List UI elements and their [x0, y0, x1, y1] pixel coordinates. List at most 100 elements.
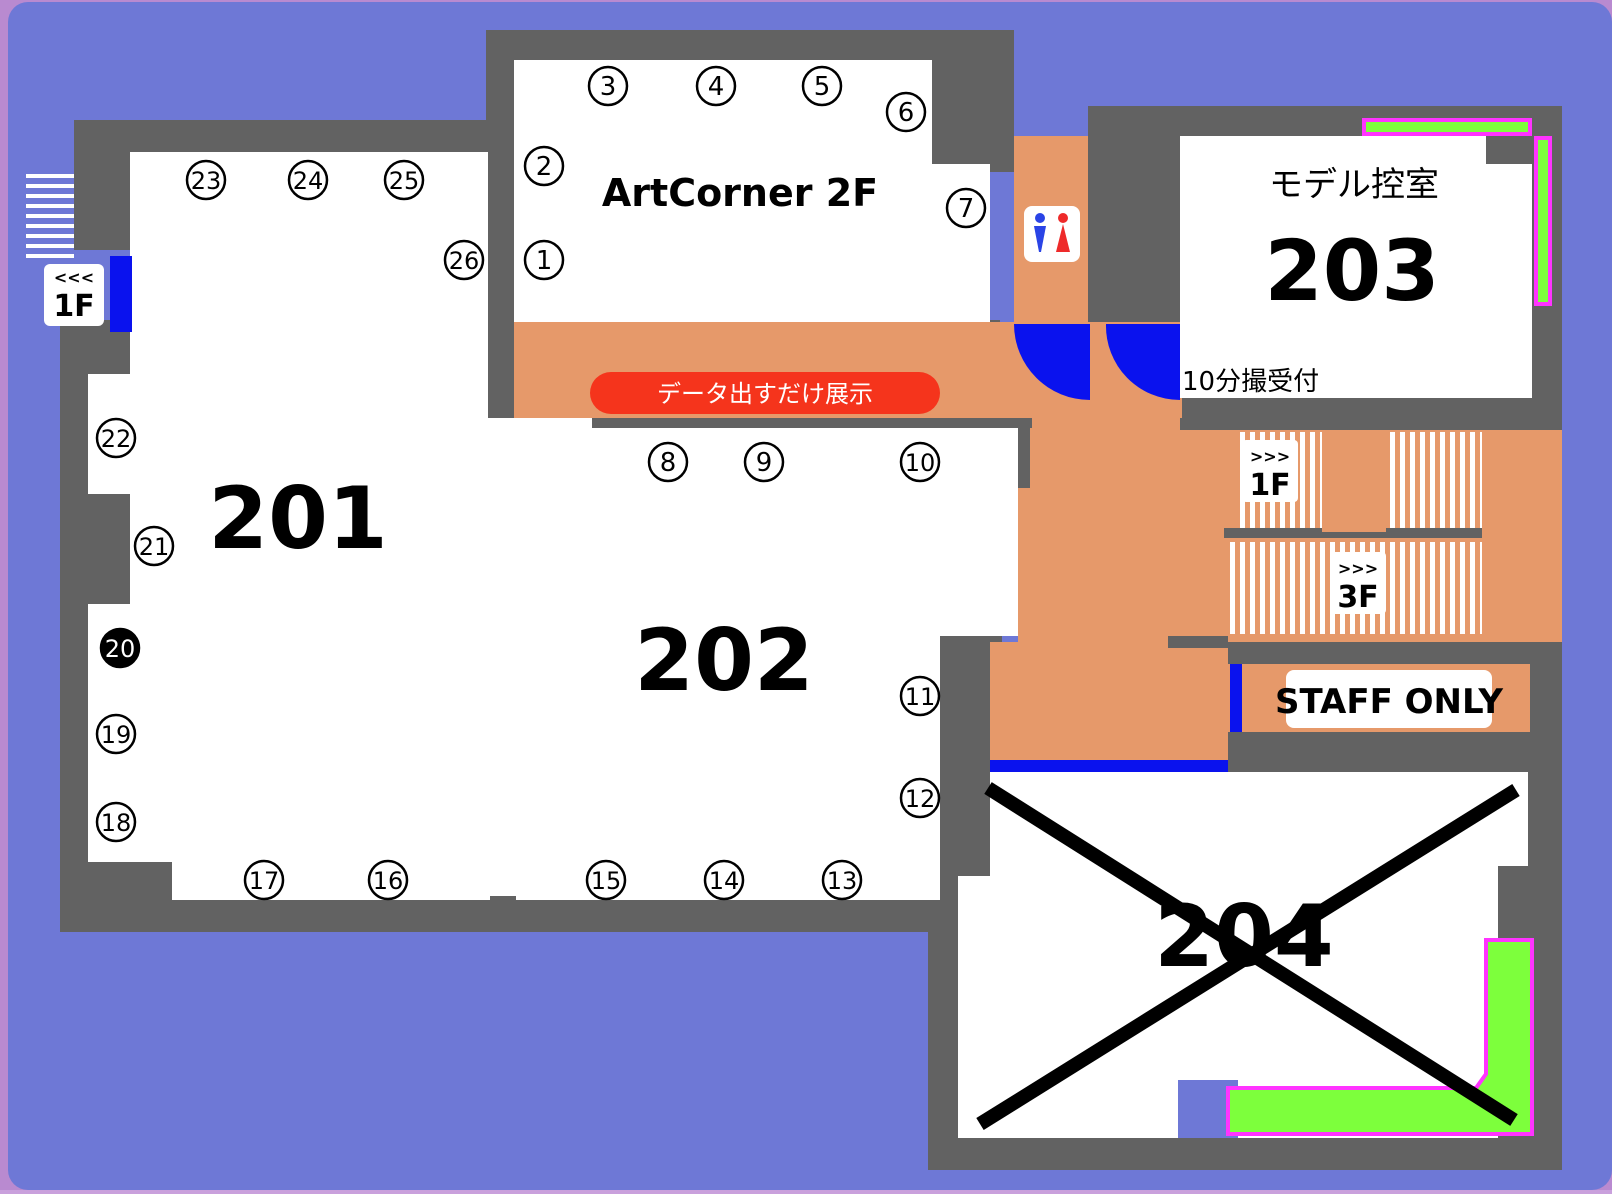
booth-circle[interactable]: [443, 239, 485, 281]
booth-number: 5: [814, 72, 831, 102]
booth-number: 16: [373, 867, 404, 895]
svg-text:3F: 3F: [1337, 580, 1378, 615]
booth-marker[interactable]: 3: [587, 65, 629, 107]
room-202-label: 202: [634, 611, 814, 711]
booth-circle[interactable]: [95, 417, 137, 459]
booth-number: 17: [249, 867, 280, 895]
booth-marker[interactable]: 9: [743, 441, 785, 483]
booth-circle[interactable]: [945, 187, 987, 229]
stairs-divider: [1224, 528, 1482, 538]
reception-label: 10分撮受付: [1182, 367, 1319, 397]
booth-marker[interactable]: 15: [585, 859, 627, 901]
booth-number: 20: [105, 635, 136, 663]
booth-circle[interactable]: [801, 65, 843, 107]
booth-circle[interactable]: [287, 159, 329, 201]
booth-circle[interactable]: [383, 159, 425, 201]
svg-text:STAFF ONLY: STAFF ONLY: [1275, 682, 1503, 722]
booth-number: 8: [660, 448, 677, 478]
booth-circle[interactable]: [99, 627, 141, 669]
booth-number: 3: [600, 72, 617, 102]
room-204-closed-mark: [976, 782, 1520, 1130]
booth-marker[interactable]: 10: [899, 441, 941, 483]
booth-number: 11: [905, 683, 936, 711]
stairs-up-3f-sign[interactable]: >>> 3F: [1330, 552, 1386, 615]
restroom-icon[interactable]: [1024, 206, 1080, 262]
booth-marker[interactable]: 12: [899, 777, 941, 819]
booth-marker[interactable]: 24: [287, 159, 329, 201]
svg-text:データ出すだけ展示: データ出すだけ展示: [657, 380, 873, 408]
booth-circle[interactable]: [899, 777, 941, 819]
svg-text:<<<: <<<: [54, 268, 94, 287]
booth-number: 6: [898, 98, 915, 128]
booth-marker[interactable]: 17: [243, 859, 285, 901]
booth-circle[interactable]: [95, 713, 137, 755]
booth-circle[interactable]: [885, 91, 927, 133]
booth-number: 10: [905, 449, 936, 477]
booth-circle[interactable]: [647, 441, 689, 483]
booth-number: 13: [827, 867, 858, 895]
booth-marker[interactable]: 19: [95, 713, 137, 755]
booth-marker[interactable]: 16: [367, 859, 409, 901]
svg-text:1F: 1F: [53, 289, 94, 324]
booth-number: 14: [709, 867, 740, 895]
booth-marker[interactable]: 13: [821, 859, 863, 901]
room-201-label: 201: [208, 469, 388, 569]
booth-circle[interactable]: [703, 859, 745, 901]
booth-marker[interactable]: 14: [703, 859, 745, 901]
booth-number: 23: [191, 167, 222, 195]
booth-number: 7: [958, 194, 975, 224]
booth-circle[interactable]: [243, 859, 285, 901]
exit-stripes: [26, 174, 74, 258]
booth-marker[interactable]: 21: [133, 525, 175, 567]
booth-circle[interactable]: [95, 801, 137, 843]
room-203-label: 203: [1264, 222, 1439, 320]
booth-circle[interactable]: [695, 65, 737, 107]
stairs-gap: [1322, 430, 1386, 532]
booth-marker[interactable]: 23: [185, 159, 227, 201]
booth-circle[interactable]: [899, 675, 941, 717]
booth-marker[interactable]: 22: [95, 417, 137, 459]
booth-circle[interactable]: [743, 441, 785, 483]
booth-number: 18: [101, 809, 132, 837]
staff-only-sign: STAFF ONLY: [1275, 670, 1503, 728]
booth-number: 19: [101, 721, 132, 749]
booth-number: 4: [708, 72, 725, 102]
exit-1f-sign[interactable]: <<< 1F: [44, 264, 104, 326]
booth-number: 1: [536, 246, 553, 276]
booth-circle[interactable]: [587, 65, 629, 107]
booth-number: 2: [536, 152, 553, 182]
booth-number: 9: [756, 448, 773, 478]
booth-circle[interactable]: [523, 145, 565, 187]
booth-number: 15: [591, 867, 622, 895]
booth-marker[interactable]: 7: [945, 187, 987, 229]
booth-number: 26: [449, 247, 480, 275]
booth-circle[interactable]: [133, 525, 175, 567]
booth-number: 25: [389, 167, 420, 195]
booth-marker[interactable]: 2: [523, 145, 565, 187]
booth-circle[interactable]: [821, 859, 863, 901]
booth-marker[interactable]: 26: [443, 239, 485, 281]
booth-marker[interactable]: 8: [647, 441, 689, 483]
booth-marker[interactable]: 6: [885, 91, 927, 133]
booth-marker[interactable]: 18: [95, 801, 137, 843]
svg-text:>>>: >>>: [1250, 447, 1290, 466]
booth-circle[interactable]: [523, 239, 565, 281]
booth-marker[interactable]: 11: [899, 675, 941, 717]
svg-text:1F: 1F: [1249, 468, 1290, 503]
booth-circle[interactable]: [899, 441, 941, 483]
stairs-down-1f-sign[interactable]: >>> 1F: [1242, 440, 1298, 503]
booth-marker[interactable]: 1: [523, 239, 565, 281]
booth-circle[interactable]: [185, 159, 227, 201]
booth-circle[interactable]: [367, 859, 409, 901]
booth-number: 22: [101, 425, 132, 453]
art-corner-label: ArtCorner 2F: [602, 171, 878, 215]
booth-marker[interactable]: 25: [383, 159, 425, 201]
data-display-banner[interactable]: データ出すだけ展示: [590, 372, 940, 414]
booth-marker[interactable]: 4: [695, 65, 737, 107]
booth-marker[interactable]: 5: [801, 65, 843, 107]
booth-circle[interactable]: [585, 859, 627, 901]
booth-marker[interactable]: 20: [99, 627, 141, 669]
